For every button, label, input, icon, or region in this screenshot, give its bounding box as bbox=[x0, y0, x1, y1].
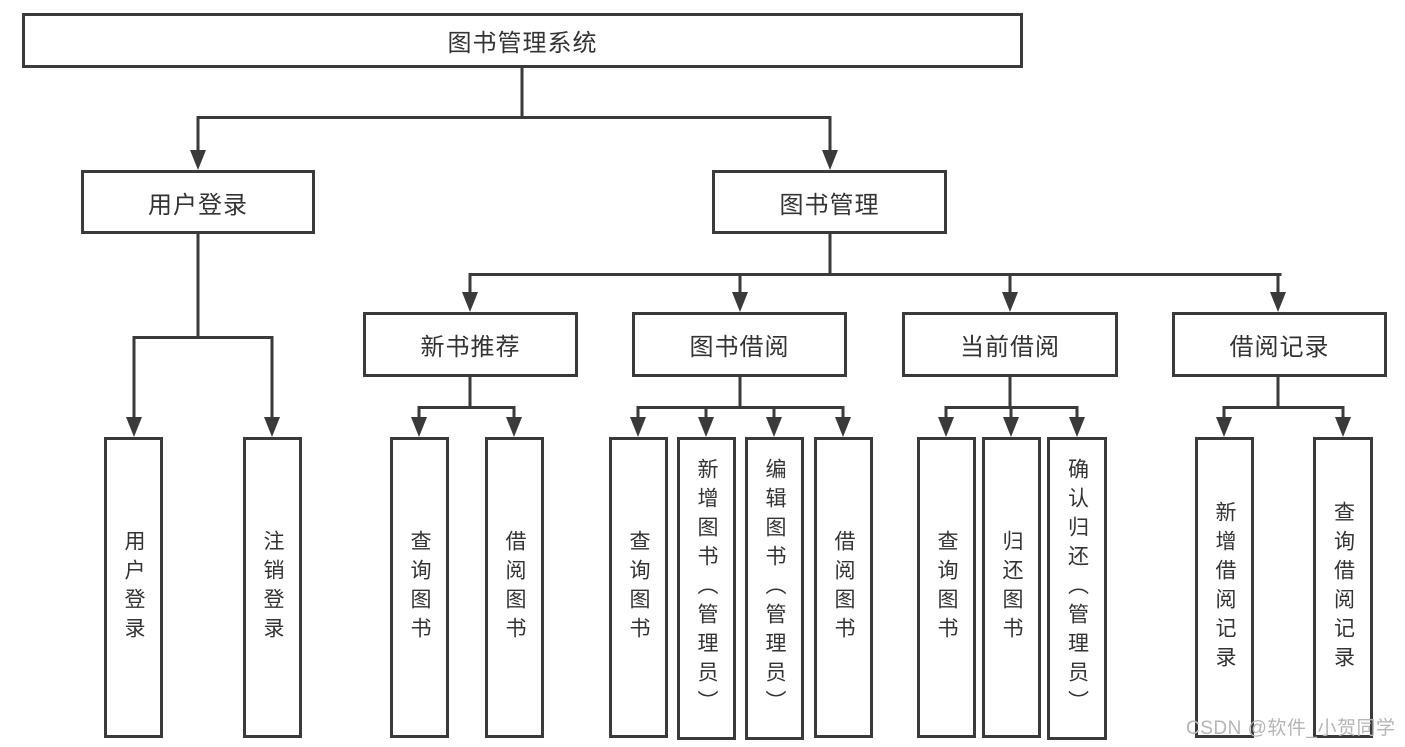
node-label: 新书推荐 bbox=[420, 334, 521, 361]
node-label: 借阅图书 bbox=[503, 529, 526, 646]
leaf-query-borrow-record: 查询借阅记录 bbox=[1313, 437, 1373, 738]
leaf-logout: 注销登录 bbox=[243, 437, 302, 738]
connector-book-borrow-to-leaves bbox=[630, 377, 851, 437]
node-borrow-records: 借阅记录 bbox=[1172, 312, 1387, 377]
leaf-query-books-borrow: 查询图书 bbox=[609, 437, 668, 738]
node-label: 查询图书 bbox=[627, 529, 650, 646]
connector-current-borrow-to-leaves bbox=[938, 377, 1085, 437]
node-label: 查询借阅记录 bbox=[1331, 500, 1355, 675]
node-label: 用户登录 bbox=[148, 191, 248, 219]
node-label: 图书管理 bbox=[779, 191, 880, 219]
node-label: 查询图书 bbox=[408, 529, 431, 646]
node-book-management: 图书管理 bbox=[712, 170, 947, 234]
leaf-add-books-admin: 新增图书（管理员） bbox=[677, 437, 736, 740]
node-label: 图书借阅 bbox=[689, 334, 790, 361]
node-label: 查询图书 bbox=[935, 529, 958, 646]
node-label: 新增图书（管理员） bbox=[695, 458, 718, 719]
leaf-query-books-current: 查询图书 bbox=[917, 437, 976, 738]
node-label: 当前借阅 bbox=[960, 334, 1060, 361]
connector-borrow-record-to-leaves bbox=[1216, 377, 1351, 437]
leaf-add-borrow-record: 新增借阅记录 bbox=[1195, 437, 1254, 738]
leaf-borrow-books: 借阅图书 bbox=[814, 437, 873, 738]
leaf-edit-books-admin: 编辑图书（管理员） bbox=[745, 437, 804, 740]
connector-new-book-to-leaves bbox=[411, 377, 522, 437]
node-label: 编辑图书（管理员） bbox=[763, 458, 786, 719]
leaf-confirm-return-admin: 确认归还（管理员） bbox=[1047, 437, 1107, 740]
leaf-user-login: 用户登录 bbox=[104, 437, 163, 738]
connector-book-management-to-level3 bbox=[462, 234, 1286, 312]
connector-root-to-level2 bbox=[190, 68, 838, 170]
node-label: 注销登录 bbox=[261, 529, 284, 646]
leaf-query-books-recommend: 查询图书 bbox=[390, 437, 449, 738]
node-label: 新增借阅记录 bbox=[1213, 500, 1236, 675]
node-library-management-system: 图书管理系统 bbox=[22, 13, 1023, 68]
csdn-watermark: CSDN @软件_小贺同学 bbox=[1186, 718, 1396, 739]
node-label: 用户登录 bbox=[122, 529, 145, 646]
node-label: 归还图书 bbox=[1000, 529, 1023, 646]
node-current-borrowing: 当前借阅 bbox=[902, 312, 1118, 377]
node-new-book-recommendation: 新书推荐 bbox=[363, 312, 578, 377]
node-label: 借阅记录 bbox=[1229, 334, 1330, 361]
leaf-return-books: 归还图书 bbox=[982, 437, 1041, 738]
node-user-login: 用户登录 bbox=[81, 170, 315, 234]
leaf-borrow-books-recommend: 借阅图书 bbox=[485, 437, 544, 738]
connector-user-login-to-leaves bbox=[126, 233, 280, 437]
node-book-borrowing: 图书借阅 bbox=[632, 312, 847, 377]
node-label: 图书管理系统 bbox=[447, 30, 598, 57]
node-label: 确认归还（管理员） bbox=[1065, 458, 1089, 719]
node-label: 借阅图书 bbox=[832, 529, 855, 646]
